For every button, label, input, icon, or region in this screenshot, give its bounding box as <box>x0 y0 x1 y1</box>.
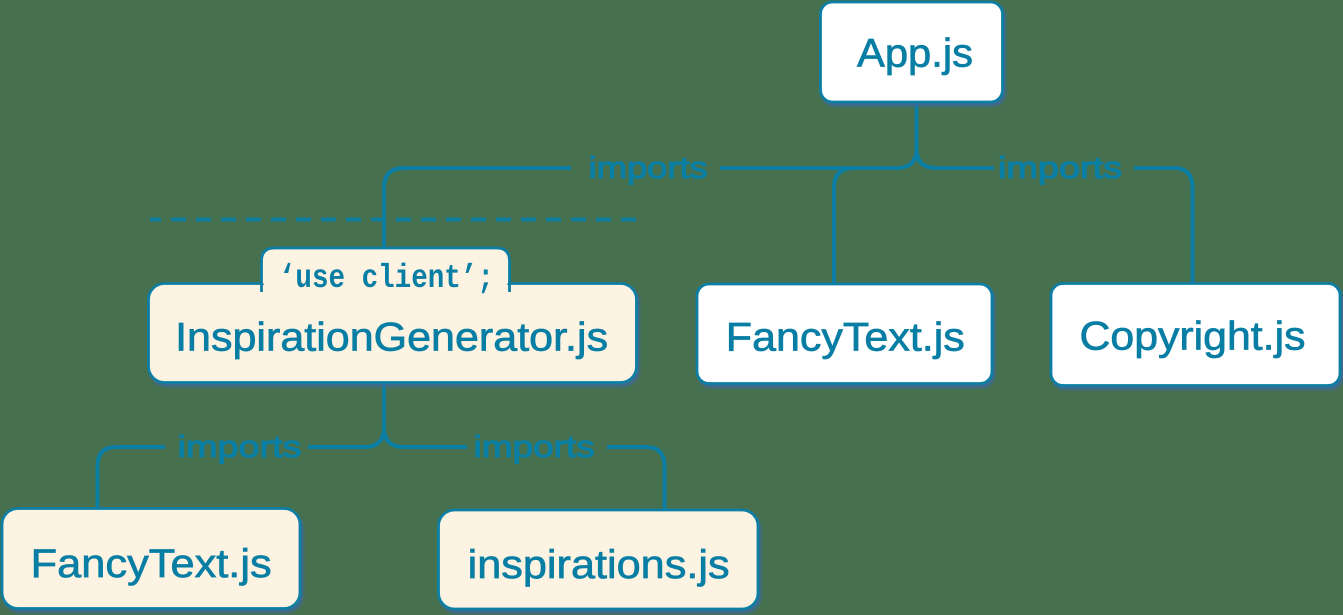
svg-text:InspirationGenerator.js: InspirationGenerator.js <box>175 316 608 360</box>
svg-text:imports: imports <box>589 150 708 185</box>
svg-text:inspirations.js: inspirations.js <box>468 543 730 587</box>
svg-text:imports: imports <box>474 429 595 464</box>
svg-text:imports: imports <box>998 150 1122 185</box>
svg-text:Copyright.js: Copyright.js <box>1080 315 1306 359</box>
svg-text:FancyText.js: FancyText.js <box>726 316 965 360</box>
svg-text:App.js: App.js <box>857 32 973 76</box>
svg-text:FancyText.js: FancyText.js <box>31 542 272 586</box>
svg-text:imports: imports <box>178 429 302 464</box>
svg-text:‘use client’;: ‘use client’; <box>279 260 494 297</box>
